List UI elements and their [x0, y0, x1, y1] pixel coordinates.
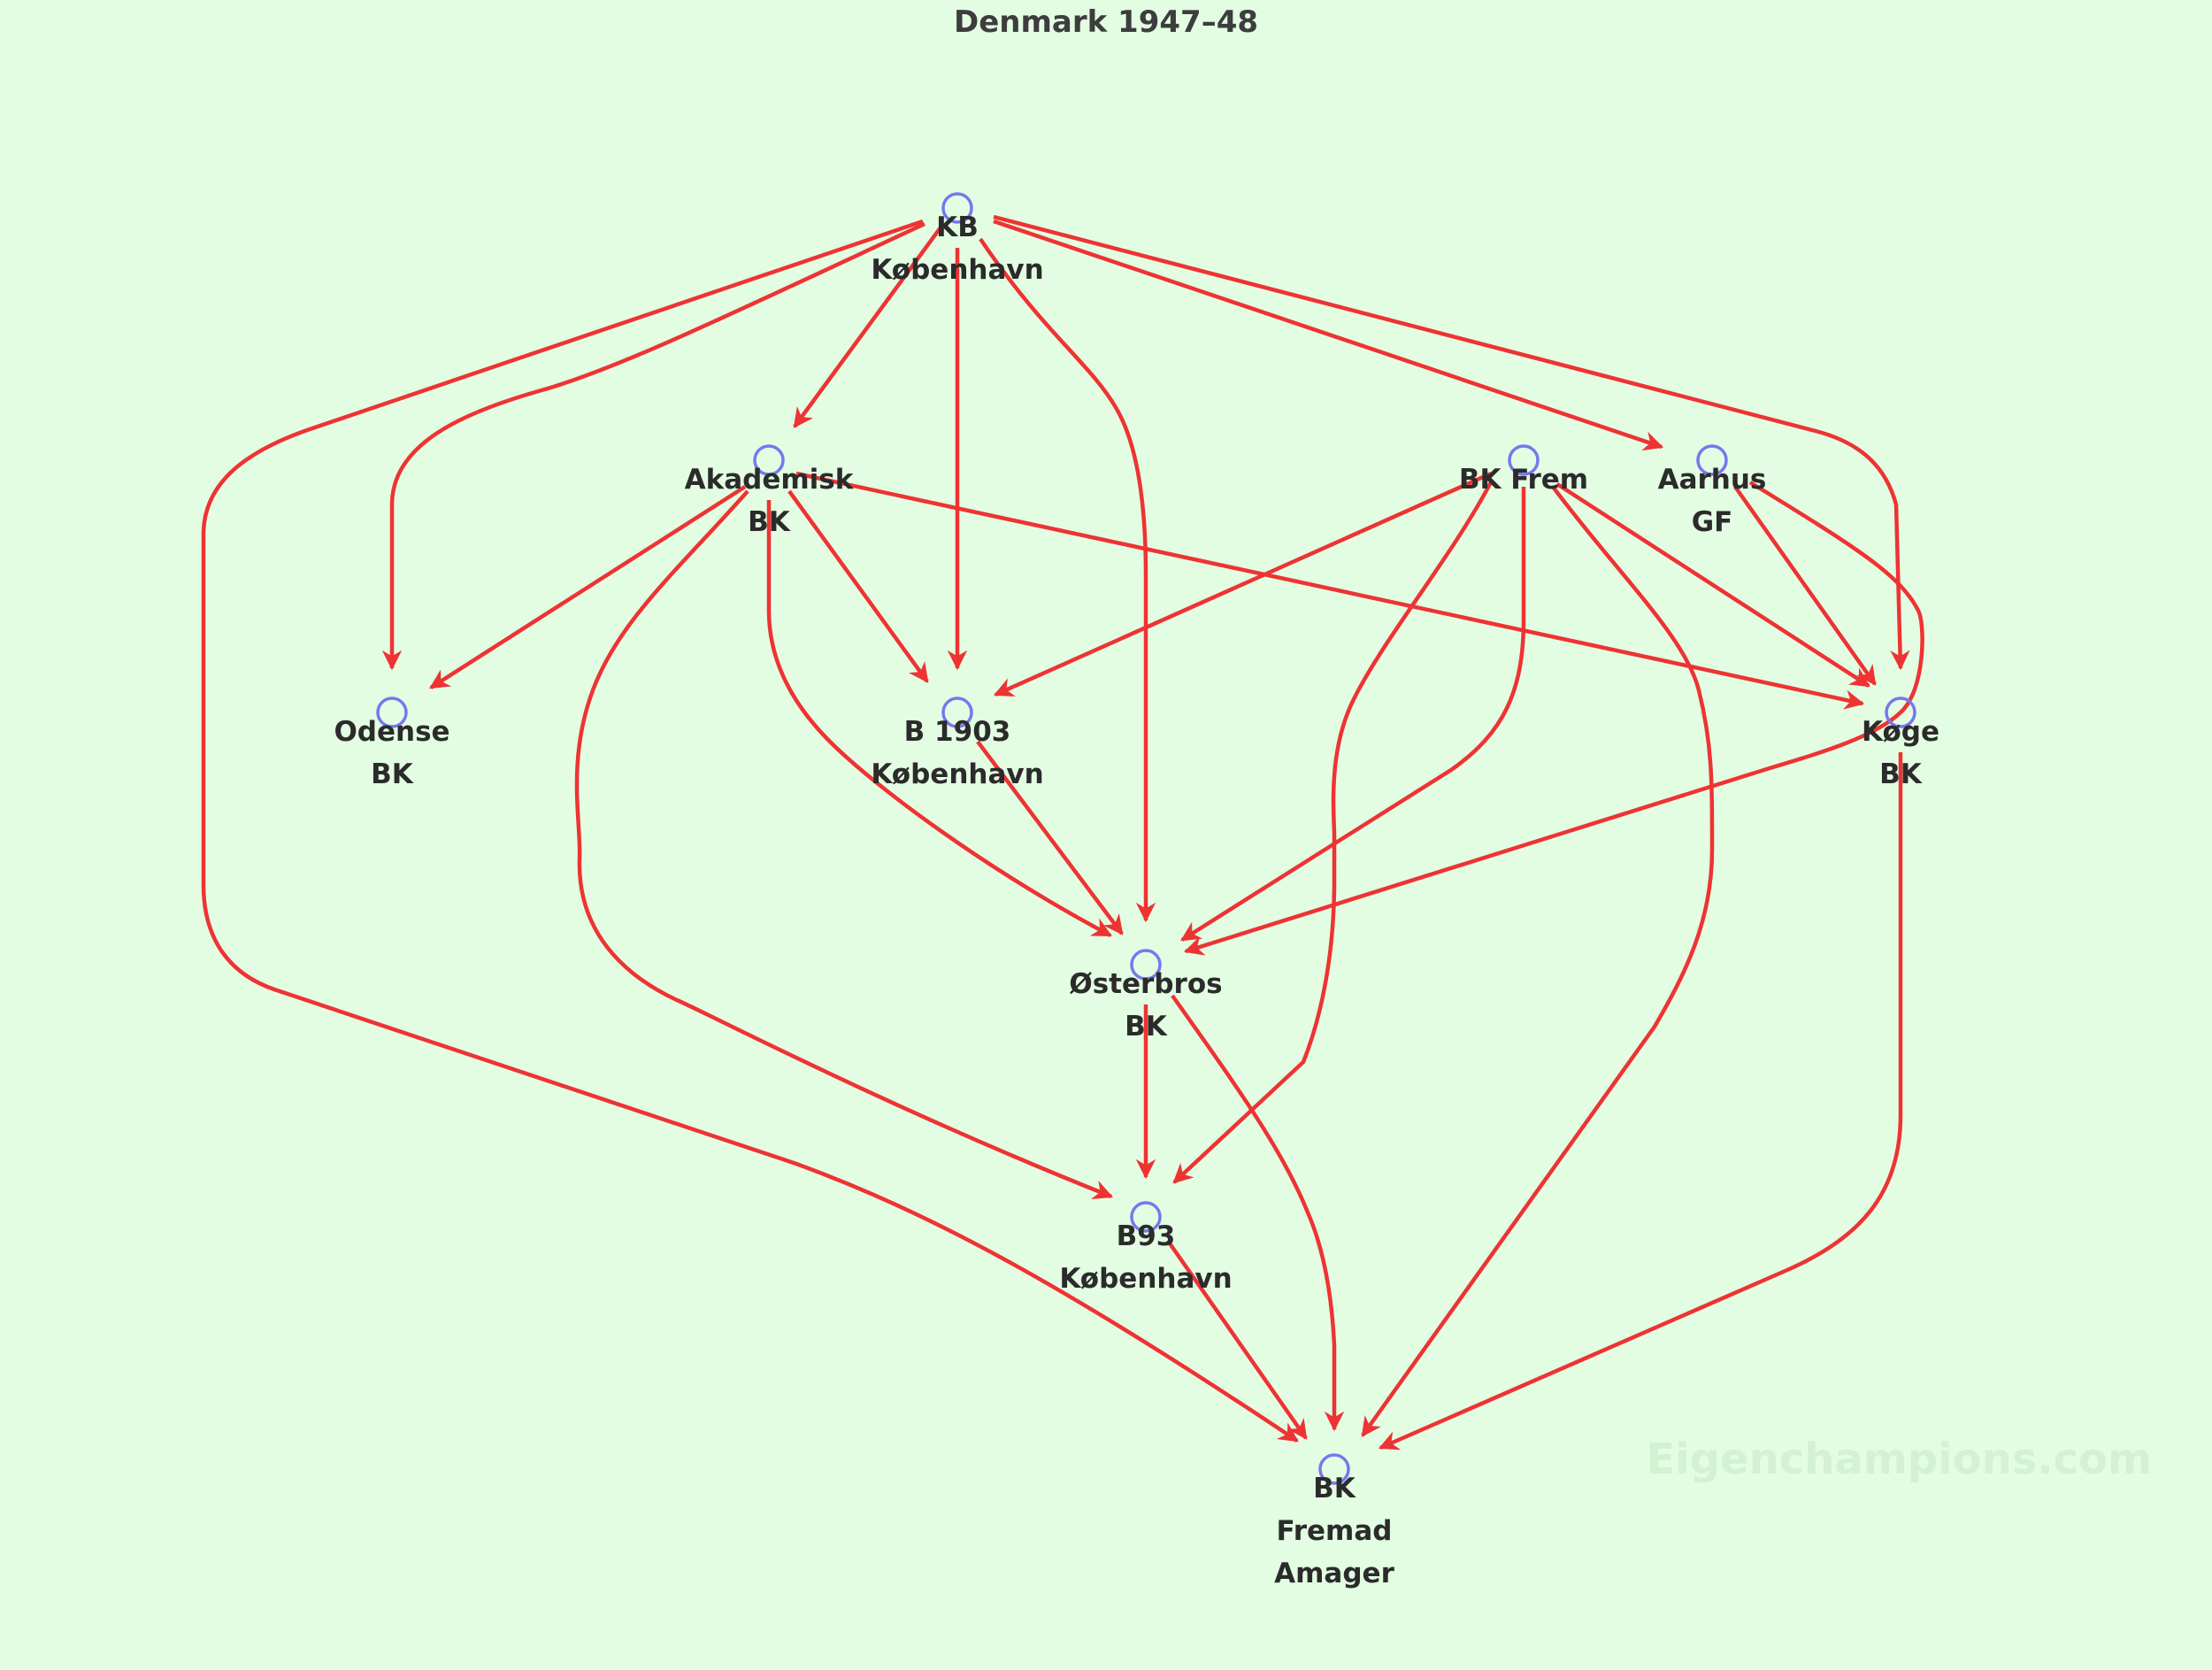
edge-frem-to-b93: [1172, 481, 1493, 1184]
node-label: B 1903: [904, 716, 1011, 748]
edge-aarhus-to-osterbro: [1183, 481, 1924, 956]
node-marker: [1130, 1201, 1162, 1233]
node-marker: [941, 696, 973, 728]
edge-frem-to-b1903: [993, 471, 1492, 697]
node-label: København: [871, 758, 1043, 790]
node-marker: [941, 192, 973, 224]
node-label: København: [1059, 1263, 1232, 1295]
node-label: BK: [1313, 1473, 1356, 1505]
node-label: BK: [371, 758, 414, 790]
edge-koge-to-fremad: [1378, 752, 1903, 1451]
edge-akademisk-to-koge: [795, 471, 1865, 710]
page-title: Denmark 1947–48: [954, 4, 1258, 40]
edge-b1903-to-osterbro: [976, 740, 1124, 935]
node-label: København: [871, 254, 1043, 286]
edge-kb-to-akademisk: [793, 222, 945, 428]
node-frem: BK Frem: [1459, 444, 1588, 496]
node-marker: [1130, 949, 1162, 981]
node-label: Aarhus: [1658, 464, 1767, 496]
edge-kb-to-odense: [381, 221, 926, 671]
node-marker: [376, 696, 408, 728]
node-marker: [1696, 444, 1728, 476]
node-label: B93: [1117, 1220, 1176, 1252]
node-marker: [1318, 1453, 1350, 1485]
node-label: Akademisk: [685, 464, 855, 496]
node-label: Amager: [1274, 1558, 1394, 1589]
node-label: Fremad: [1277, 1515, 1393, 1547]
node-marker: [753, 444, 785, 476]
edge-aarhus-to-koge: [1733, 485, 1877, 686]
watermark: Eigenchampions.com: [1646, 1435, 2152, 1484]
edge-kb-to-aarhus: [993, 219, 1664, 451]
edge-kb-to-koge: [993, 214, 1910, 671]
edge-akademisk-to-odense: [429, 485, 747, 689]
node-label: KB: [936, 212, 979, 243]
edge-akademisk-to-osterbro: [766, 500, 1112, 937]
node-kb: KB København: [871, 192, 1044, 286]
edge-kb-to-osterbro: [979, 237, 1156, 923]
edge-frem-to-osterbro: [1180, 487, 1526, 942]
node-label: Østerbros: [1069, 968, 1222, 1000]
edge-akademisk-to-b93: [574, 489, 1114, 1199]
edge-frem-to-koge: [1555, 482, 1870, 688]
edge-akademisk-to-b1903: [787, 489, 929, 683]
node-label: BK: [1879, 758, 1923, 790]
edge-frem-to-fremad: [1361, 485, 1715, 1437]
node-label: BK Frem: [1459, 464, 1588, 496]
node-label: GF: [1692, 506, 1733, 538]
node-marker: [1885, 696, 1916, 728]
edge-b93-to-fremad: [1168, 1242, 1308, 1440]
node-label: BK: [1125, 1011, 1168, 1043]
node-label: Odense: [334, 716, 449, 748]
edge-layer: [201, 214, 1924, 1451]
edge-kb-to-fremad: [201, 219, 1299, 1443]
edge-osterbro-to-fremad: [1171, 994, 1345, 1432]
node-label: Køge: [1862, 716, 1939, 748]
node-marker: [1508, 444, 1540, 476]
node-label: BK: [748, 506, 791, 538]
